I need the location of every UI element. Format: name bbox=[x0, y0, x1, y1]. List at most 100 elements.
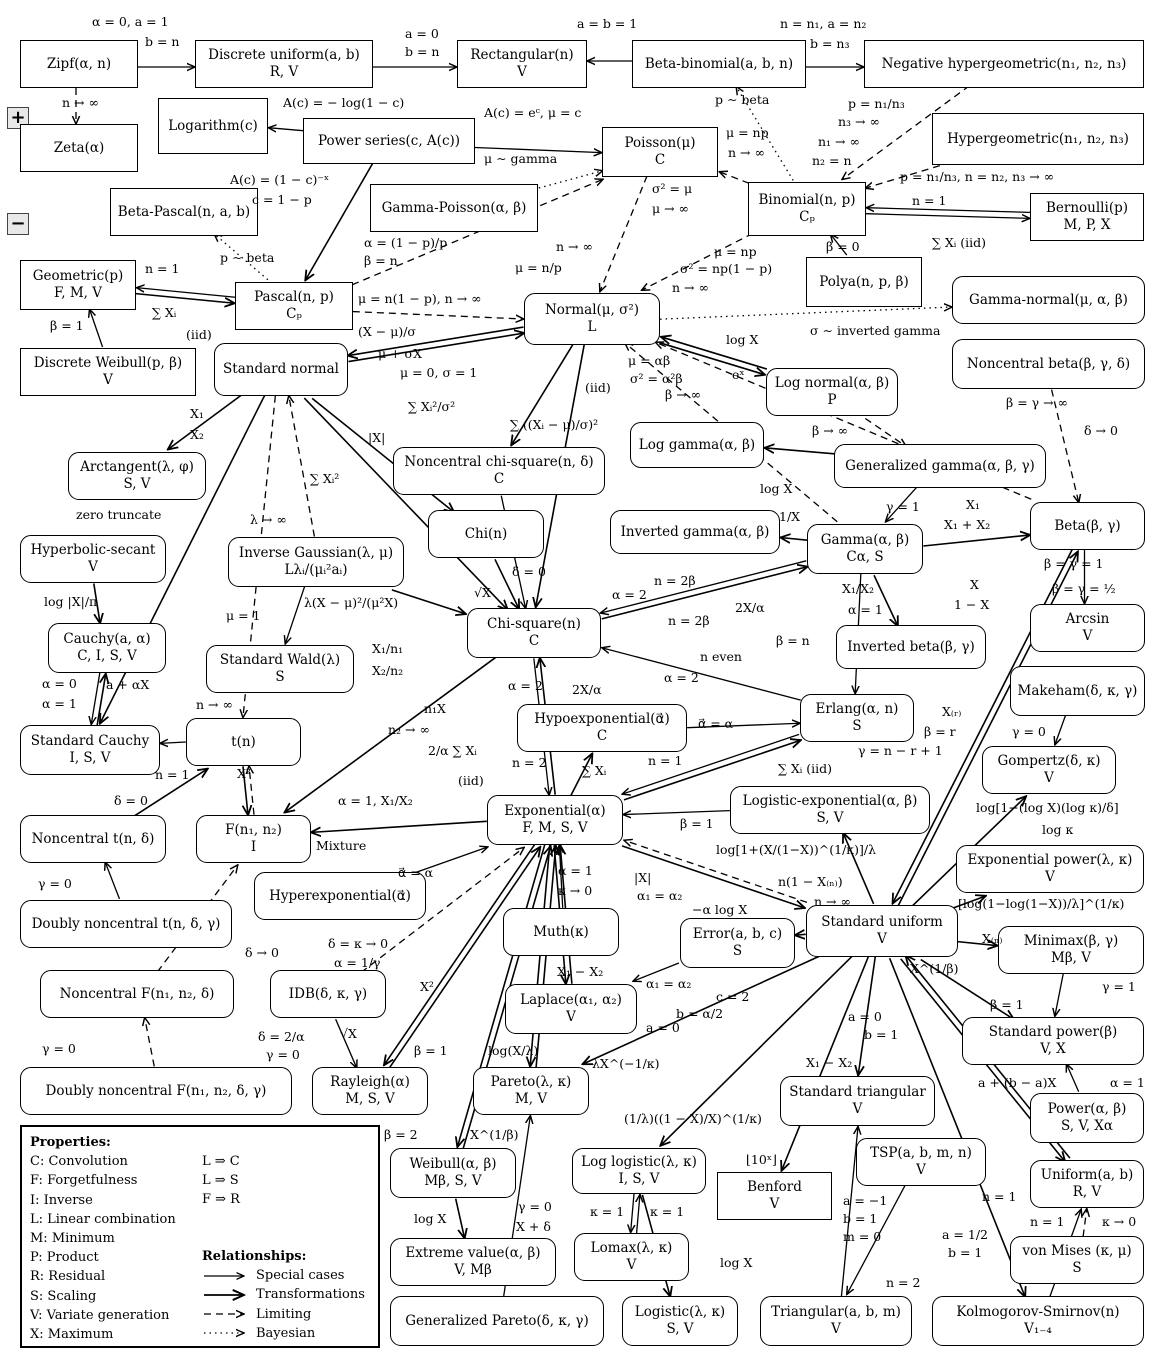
node-extval[interactable]: Extreme value(α, β)V, Mβ bbox=[390, 1238, 556, 1286]
node-name: Minimax(β, γ) bbox=[1023, 933, 1119, 949]
node-exppow[interactable]: Exponential power(λ, κ)V bbox=[956, 845, 1144, 893]
node-pareto[interactable]: Pareto(λ, κ)M, V bbox=[473, 1067, 589, 1115]
node-pascal[interactable]: Pascal(n, p)Cₚ bbox=[235, 282, 353, 330]
node-hyperexp[interactable]: Hyperexponential(α⃗) bbox=[254, 872, 426, 920]
node-geom[interactable]: Geometric(p)F, M, V bbox=[20, 260, 136, 310]
node-unif[interactable]: Uniform(a, b)R, V bbox=[1030, 1160, 1144, 1208]
edge-label: n = 2β bbox=[668, 613, 710, 628]
node-ncchi[interactable]: Noncentral chi-square(n, δ)C bbox=[393, 447, 605, 495]
node-loglogistic[interactable]: Log logistic(λ, κ)I, S, V bbox=[572, 1148, 706, 1194]
node-logisticexp[interactable]: Logistic-exponential(α, β)S, V bbox=[730, 786, 930, 834]
node-dnct[interactable]: Doubly noncentral t(n, δ, γ) bbox=[20, 900, 232, 948]
edge-gamma-to-chisq bbox=[600, 560, 807, 613]
node-rayleigh[interactable]: Rayleigh(α)M, S, V bbox=[312, 1067, 428, 1115]
node-chi[interactable]: Chi(n) bbox=[428, 510, 544, 558]
edge-label: σ² = np(1 − p) bbox=[680, 261, 773, 276]
node-gengam[interactable]: Generalized gamma(α, β, γ) bbox=[834, 444, 1046, 488]
node-nct[interactable]: Noncentral t(n, δ) bbox=[20, 815, 166, 863]
node-normal[interactable]: Normal(μ, σ²)L bbox=[524, 293, 660, 345]
node-gampois[interactable]: Gamma-Poisson(α, β) bbox=[370, 184, 538, 232]
node-makeham[interactable]: Makeham(δ, κ, γ) bbox=[1010, 666, 1145, 716]
edge-label: β = γ → ∞ bbox=[1006, 395, 1068, 410]
node-beta[interactable]: Beta(β, γ) bbox=[1030, 502, 1145, 550]
node-binom[interactable]: Binomial(n, p)Cₚ bbox=[748, 182, 866, 236]
node-gamma[interactable]: Gamma(α, β)Cα, S bbox=[807, 524, 923, 574]
node-power[interactable]: Power(α, β)S, V, Xα bbox=[1030, 1093, 1144, 1143]
node-powser[interactable]: Power series(c, A(c)) bbox=[303, 118, 475, 164]
node-ncbeta[interactable]: Noncentral beta(β, γ, δ) bbox=[952, 339, 1145, 389]
node-dunif[interactable]: Discrete uniform(a, b)R, V bbox=[195, 40, 373, 88]
edge-gengam-to-loggam bbox=[764, 448, 835, 455]
node-zipf[interactable]: Zipf(α, n) bbox=[20, 40, 138, 88]
node-logistic[interactable]: Logistic(λ, κ)S, V bbox=[622, 1296, 738, 1346]
edge-idb-to-exp bbox=[360, 847, 524, 973]
node-zeta[interactable]: Zeta(α) bbox=[20, 124, 138, 172]
node-bern[interactable]: Bernoulli(p)M, P, X bbox=[1030, 193, 1144, 241]
node-laplace[interactable]: Laplace(α₁, α₂)V bbox=[505, 984, 637, 1034]
node-triangular[interactable]: Triangular(a, b, m)V bbox=[760, 1296, 912, 1346]
node-gompertz[interactable]: Gompertz(δ, κ)V bbox=[982, 746, 1116, 794]
node-log[interactable]: Logarithm(c) bbox=[158, 98, 268, 154]
node-arctan[interactable]: Arctangent(λ, φ)S, V bbox=[68, 452, 206, 500]
node-dncf[interactable]: Doubly noncentral F(n₁, n₂, δ, γ) bbox=[20, 1067, 292, 1115]
node-loggam[interactable]: Log gamma(α, β) bbox=[630, 422, 764, 468]
node-erlang[interactable]: Erlang(α, n)S bbox=[800, 694, 914, 742]
node-tsp[interactable]: TSP(a, b, m, n)V bbox=[856, 1138, 986, 1186]
node-neghyp[interactable]: Negative hypergeometric(n₁, n₂, n₃) bbox=[864, 40, 1144, 88]
node-hyper[interactable]: Hypergeometric(n₁, n₂, n₃) bbox=[932, 113, 1144, 165]
node-betabin[interactable]: Beta-binomial(a, b, n) bbox=[632, 40, 806, 88]
node-weibull[interactable]: Weibull(α, β)Mβ, S, V bbox=[390, 1148, 516, 1198]
node-gamnorm[interactable]: Gamma-normal(μ, α, β) bbox=[952, 276, 1145, 324]
edge-stdunif-to-stdpow bbox=[920, 958, 1014, 1020]
node-f[interactable]: F(n₁, n₂)I bbox=[196, 815, 311, 863]
node-invgauss[interactable]: Inverse Gaussian(λ, μ)Lλᵢ/(μᵢ²aᵢ) bbox=[228, 537, 404, 587]
node-hypoexp[interactable]: Hypoexponential(α⃗)C bbox=[517, 704, 687, 752]
node-invgam[interactable]: Inverted gamma(α, β) bbox=[610, 510, 780, 554]
node-cauchy[interactable]: Cauchy(a, α)C, I, S, V bbox=[48, 623, 166, 673]
zoom-in-button[interactable]: + bbox=[7, 107, 29, 129]
node-stdpow[interactable]: Standard power(β)V, X bbox=[962, 1017, 1144, 1065]
edge-label: β → ∞ bbox=[665, 387, 702, 402]
node-invbeta[interactable]: Inverted beta(β, γ) bbox=[836, 625, 986, 669]
edge-label: μ + σX bbox=[378, 346, 422, 361]
node-lognorm[interactable]: Log normal(α, β)P bbox=[766, 368, 898, 416]
node-lomax[interactable]: Lomax(λ, κ)V bbox=[574, 1233, 689, 1281]
node-properties: M, S, V bbox=[345, 1091, 395, 1107]
edge-stdunif-to-pareto bbox=[582, 953, 825, 1064]
edge-bern-to-binom bbox=[866, 208, 1031, 214]
edge-stdunif-to-error bbox=[795, 934, 806, 935]
node-ks[interactable]: Kolmogorov-Smirnov(n)V₁₋₄ bbox=[932, 1296, 1144, 1346]
node-name: Poisson(μ) bbox=[624, 135, 696, 151]
node-ncf[interactable]: Noncentral F(n₁, n₂, δ) bbox=[40, 970, 234, 1018]
edge-label: n₁ → ∞ bbox=[818, 134, 860, 149]
node-error[interactable]: Error(a, b, c)S bbox=[680, 918, 795, 968]
node-idb[interactable]: IDB(δ, κ, γ) bbox=[270, 970, 386, 1018]
node-stdwald[interactable]: Standard Wald(λ)S bbox=[206, 645, 354, 693]
node-betapascal[interactable]: Beta-Pascal(n, a, b) bbox=[110, 188, 258, 236]
node-dweib[interactable]: Discrete Weibull(p, β)V bbox=[20, 348, 196, 396]
node-rect[interactable]: Rectangular(n)V bbox=[457, 40, 587, 88]
node-minimax[interactable]: Minimax(β, γ)Mβ, V bbox=[998, 926, 1144, 974]
node-muth[interactable]: Muth(κ) bbox=[503, 908, 619, 956]
legend-relationship: Transformations bbox=[202, 1285, 365, 1304]
legend-relationship: Limiting bbox=[202, 1305, 365, 1324]
node-t[interactable]: t(n) bbox=[186, 718, 301, 766]
node-polya[interactable]: Polya(n, p, β) bbox=[806, 257, 922, 307]
zoom-out-button[interactable]: − bbox=[7, 213, 29, 235]
node-poisson[interactable]: Poisson(μ)C bbox=[602, 127, 718, 177]
node-exp[interactable]: Exponential(α)F, M, S, V bbox=[487, 795, 623, 845]
node-vonmises[interactable]: von Mises (κ, μ)S bbox=[1010, 1236, 1144, 1284]
edge-label: (iid) bbox=[458, 773, 484, 788]
node-stdnorm[interactable]: Standard normal bbox=[214, 343, 348, 396]
node-genpareto[interactable]: Generalized Pareto(δ, κ, γ) bbox=[390, 1296, 604, 1346]
node-name: Standard triangular bbox=[789, 1084, 926, 1100]
edge-gamma-to-beta bbox=[923, 535, 1030, 547]
edge-label: β = n bbox=[776, 633, 810, 648]
node-chisq[interactable]: Chi-square(n)C bbox=[467, 608, 601, 658]
